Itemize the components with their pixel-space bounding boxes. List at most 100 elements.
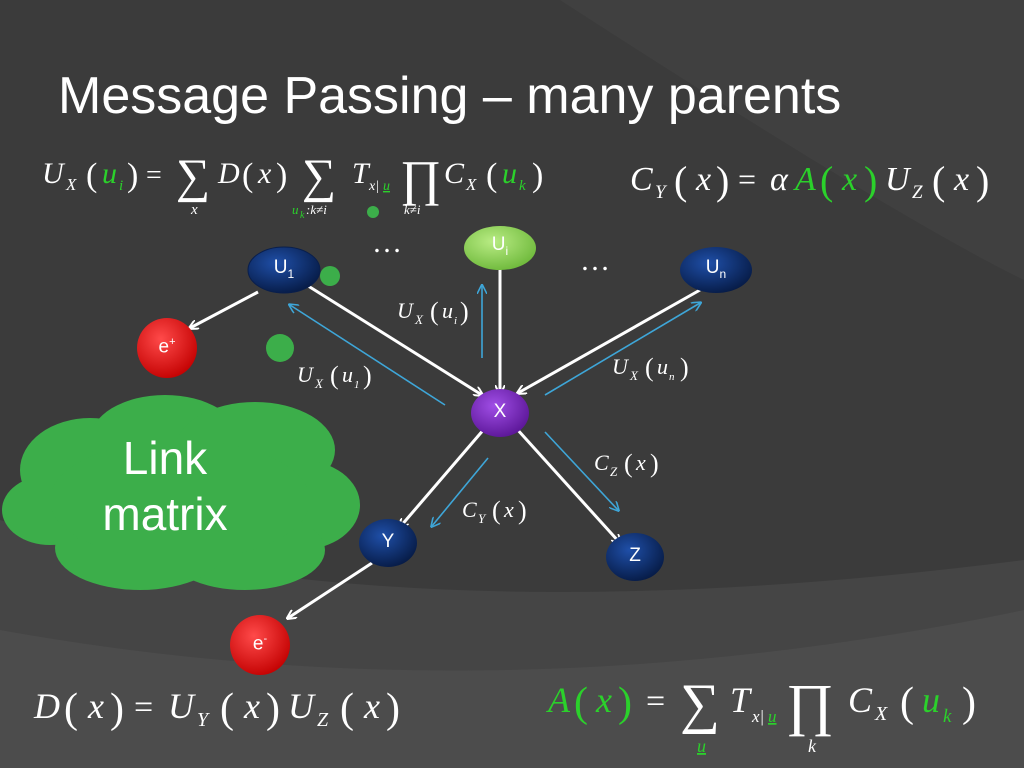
svg-text:u: u xyxy=(922,680,940,720)
svg-text:C: C xyxy=(630,161,653,198)
svg-text:x: x xyxy=(190,202,198,218)
svg-text:(: ( xyxy=(486,157,497,194)
message-label-ux-un: U X ( u n ) xyxy=(612,353,689,383)
svg-text:i: i xyxy=(454,315,457,327)
svg-text:x: x xyxy=(363,686,380,726)
svg-text:U: U xyxy=(288,686,316,726)
svg-text:): ) xyxy=(650,449,659,478)
svg-text:(: ( xyxy=(86,157,97,194)
svg-text:(: ( xyxy=(64,686,78,732)
message-label-cy-x: C Y ( x ) xyxy=(462,496,527,526)
svg-text:u: u xyxy=(383,179,390,194)
svg-text:C: C xyxy=(594,450,609,475)
svg-text:): ) xyxy=(266,686,280,732)
svg-text:x: x xyxy=(695,161,711,198)
svg-text:(: ( xyxy=(340,686,354,732)
svg-text:(: ( xyxy=(932,158,945,203)
svg-text:U: U xyxy=(397,298,415,323)
svg-text:U: U xyxy=(297,362,315,387)
slide-title: Message Passing – many parents xyxy=(58,67,842,125)
svg-text:i: i xyxy=(119,178,123,194)
svg-text:X: X xyxy=(465,175,477,194)
link-matrix-line1: Link xyxy=(122,432,208,484)
edge-x-z xyxy=(514,426,620,543)
svg-text:U: U xyxy=(885,161,912,198)
svg-text:Y: Y xyxy=(197,709,210,731)
node-e-plus xyxy=(137,318,197,378)
equation-a-x: A ( x ) = ∑ u T x| u ∏ k C X ( u k ) xyxy=(546,672,976,756)
node-e-plus-label: e+ xyxy=(158,336,176,358)
svg-text:X: X xyxy=(314,376,324,391)
svg-text:(: ( xyxy=(820,158,833,203)
message-arrow-y xyxy=(432,457,489,526)
svg-text:=: = xyxy=(134,689,153,726)
svg-text:x: x xyxy=(243,686,260,726)
svg-text:A: A xyxy=(793,161,816,198)
svg-text:k: k xyxy=(519,178,526,194)
node-ui-label: Ui xyxy=(491,234,509,258)
edge-u1-eplus xyxy=(190,290,259,328)
svg-text:): ) xyxy=(618,680,632,726)
svg-text:k: k xyxy=(808,736,817,756)
svg-text:(: ( xyxy=(430,297,439,326)
svg-text:(: ( xyxy=(220,686,234,732)
svg-text::k≠i: :k≠i xyxy=(306,202,327,217)
svg-text:): ) xyxy=(680,353,689,382)
svg-text:α: α xyxy=(770,161,789,198)
message-label-ux-u1: U X ( u 1 ) xyxy=(297,361,372,391)
svg-text:u: u xyxy=(768,707,777,726)
svg-text:1: 1 xyxy=(354,379,360,391)
svg-text:): ) xyxy=(976,158,989,203)
svg-text:u: u xyxy=(342,362,353,387)
message-arrow-z xyxy=(544,431,618,510)
svg-text:x: x xyxy=(635,450,646,475)
message-label-ux-ui: U X ( u i ) xyxy=(397,297,469,327)
svg-text:k: k xyxy=(943,706,952,727)
svg-text:(: ( xyxy=(624,449,633,478)
edge-y-eminus xyxy=(288,561,373,618)
svg-text:∑: ∑ xyxy=(176,150,210,203)
svg-text:(: ( xyxy=(645,353,654,382)
svg-text:X: X xyxy=(65,175,77,194)
svg-text:X: X xyxy=(874,703,888,725)
node-ui xyxy=(464,226,536,270)
svg-text:∑: ∑ xyxy=(680,673,720,735)
equation-cy-x: C Y ( x ) = α A ( x ) U Z ( x ) xyxy=(630,158,989,203)
svg-text:(: ( xyxy=(674,158,687,203)
svg-text:x: x xyxy=(503,497,514,522)
svg-text:T: T xyxy=(352,157,371,190)
svg-text:x|: x| xyxy=(368,179,379,194)
svg-text:u: u xyxy=(657,354,668,379)
message-arrow-u1 xyxy=(290,305,446,406)
svg-text:x: x xyxy=(257,157,272,190)
svg-text:Z: Z xyxy=(912,182,923,203)
svg-text:T: T xyxy=(730,680,753,720)
node-e-minus xyxy=(230,615,290,675)
svg-text:C: C xyxy=(848,680,873,720)
svg-text:=: = xyxy=(738,161,756,197)
link-matrix-label: Link matrix xyxy=(40,430,290,542)
svg-text:u: u xyxy=(292,202,299,217)
svg-text:): ) xyxy=(386,686,400,732)
svg-text:(: ( xyxy=(900,680,914,726)
svg-text:k≠i: k≠i xyxy=(404,202,421,217)
svg-text:Y: Y xyxy=(478,511,487,526)
svg-text:U: U xyxy=(168,686,196,726)
svg-text:x: x xyxy=(841,161,857,198)
equation-d-x: D ( x ) = U Y ( x ) U Z ( x ) xyxy=(33,686,400,732)
node-z-label: Z xyxy=(629,545,641,566)
svg-text:D: D xyxy=(217,157,240,190)
svg-text:u: u xyxy=(697,736,706,756)
svg-text:x|: x| xyxy=(751,707,764,726)
svg-text:u: u xyxy=(502,157,517,190)
svg-text:Z: Z xyxy=(317,709,329,731)
svg-text:): ) xyxy=(518,496,527,525)
svg-text:): ) xyxy=(716,158,729,203)
svg-text:(: ( xyxy=(574,680,588,726)
svg-text:U: U xyxy=(42,157,66,190)
message-arrow-un xyxy=(544,303,700,396)
svg-text:C: C xyxy=(462,497,477,522)
svg-text:): ) xyxy=(127,157,138,194)
message-label-cz-x: C Z ( x ) xyxy=(594,449,659,479)
svg-text:∏: ∏ xyxy=(400,150,441,206)
